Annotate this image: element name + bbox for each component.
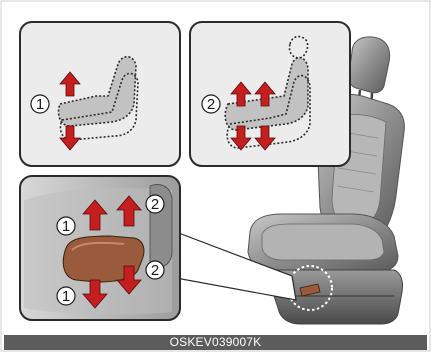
switch-marker-top-left-label: 1 (62, 218, 70, 235)
switch-marker-bottom-right-label: 2 (151, 262, 159, 279)
switch-marker-bottom-left-label: 1 (62, 288, 70, 305)
figure-code: OSKEV039007K (4, 335, 427, 350)
caption-bar: OSKEV039007K (4, 335, 427, 350)
panel-switch-closeup: 1 2 1 2 (20, 176, 180, 320)
panel-cushion-tilt: 2 (190, 22, 350, 166)
panel2-marker-label: 2 (207, 96, 215, 113)
panel-seat-height: 1 (20, 22, 180, 166)
panel1-marker-label: 1 (36, 96, 44, 113)
switch-marker-top-right-label: 2 (151, 196, 159, 213)
